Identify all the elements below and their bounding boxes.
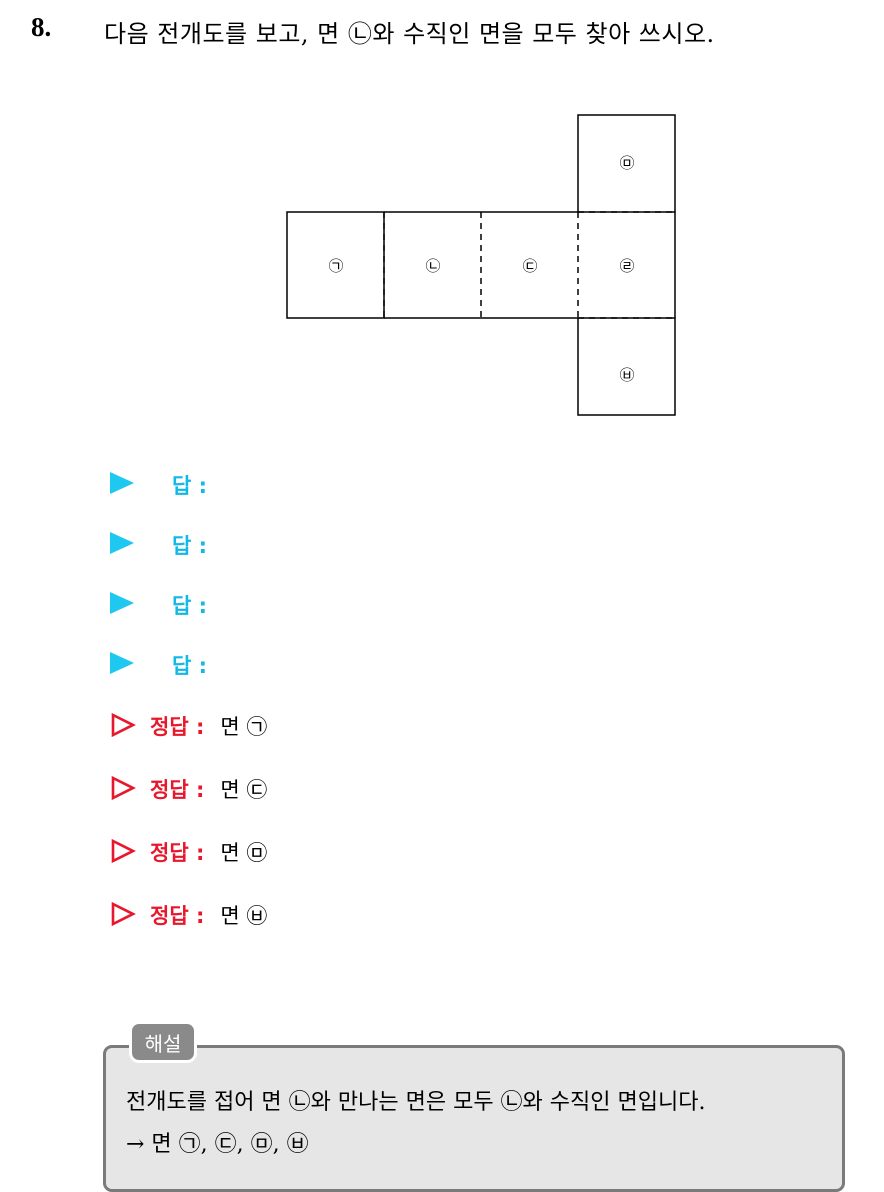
- answer-prompt-label: 답 :: [172, 474, 208, 498]
- answer-key-row: 정답 : 면 ㉠: [110, 709, 267, 743]
- answer-key-row: 정답 : 면 ㉢: [110, 772, 267, 806]
- outline-triangle-icon: [111, 901, 136, 927]
- explanation-box: [103, 1045, 845, 1192]
- cube-net-diagram: ㉠ ㉡ ㉢ ㉣ ㉤ ㉥: [286, 114, 676, 416]
- answer-key-value: 면 ㉤: [220, 841, 268, 865]
- answer-prompt-row: 답 :: [110, 468, 207, 502]
- net-outline: [286, 114, 676, 416]
- answer-key-value: 면 ㉢: [220, 778, 268, 802]
- answer-prompt-label: 답 :: [172, 594, 208, 618]
- explanation-line-2: → 면 ㉠, ㉢, ㉤, ㉥: [126, 1132, 309, 1157]
- play-triangle-icon: [110, 532, 134, 554]
- question-text: 다음 전개도를 보고, 면 ㉡와 수직인 면을 모두 찾아 쓰시오.: [104, 20, 715, 48]
- explanation-tab: 해설: [129, 1021, 197, 1063]
- face-label-nieun: ㉡: [425, 257, 440, 275]
- outline-triangle-icon: [111, 712, 136, 738]
- answer-key-row: 정답 : 면 ㉤: [110, 835, 267, 869]
- answer-key-label: 정답 :: [150, 841, 205, 865]
- face-rect-giyeok: [286, 211, 385, 319]
- answer-prompt-row: 답 :: [110, 588, 207, 622]
- face-label-rieul: ㉣: [619, 257, 634, 275]
- fold-lines: [383, 211, 675, 319]
- answer-prompt-row: 답 :: [110, 648, 207, 682]
- answer-prompt-label: 답 :: [172, 654, 208, 678]
- outline-triangle-icon: [111, 775, 136, 801]
- answer-prompt-label: 답 :: [172, 534, 208, 558]
- answer-prompt-row: 답 :: [110, 528, 207, 562]
- answer-key-label: 정답 :: [150, 715, 205, 739]
- answer-key-label: 정답 :: [150, 778, 205, 802]
- face-label-giyeok: ㉠: [328, 257, 343, 275]
- answer-key-row: 정답 : 면 ㉥: [110, 898, 267, 932]
- outline-triangle-icon: [111, 838, 136, 864]
- answer-key-value: 면 ㉠: [220, 715, 268, 739]
- play-triangle-icon: [110, 592, 134, 614]
- answer-key-label: 정답 :: [150, 904, 205, 928]
- face-label-digeut: ㉢: [522, 257, 537, 275]
- face-label-mieum: ㉤: [619, 154, 634, 172]
- question-number: 8.: [31, 12, 52, 42]
- answer-key-value: 면 ㉥: [220, 904, 268, 928]
- face-label-bieup: ㉥: [619, 366, 634, 384]
- explanation-line-1: 전개도를 접어 면 ㉡와 만나는 면은 모두 ㉡와 수직인 면입니다.: [126, 1090, 706, 1115]
- play-triangle-icon: [110, 472, 134, 494]
- play-triangle-icon: [110, 652, 134, 674]
